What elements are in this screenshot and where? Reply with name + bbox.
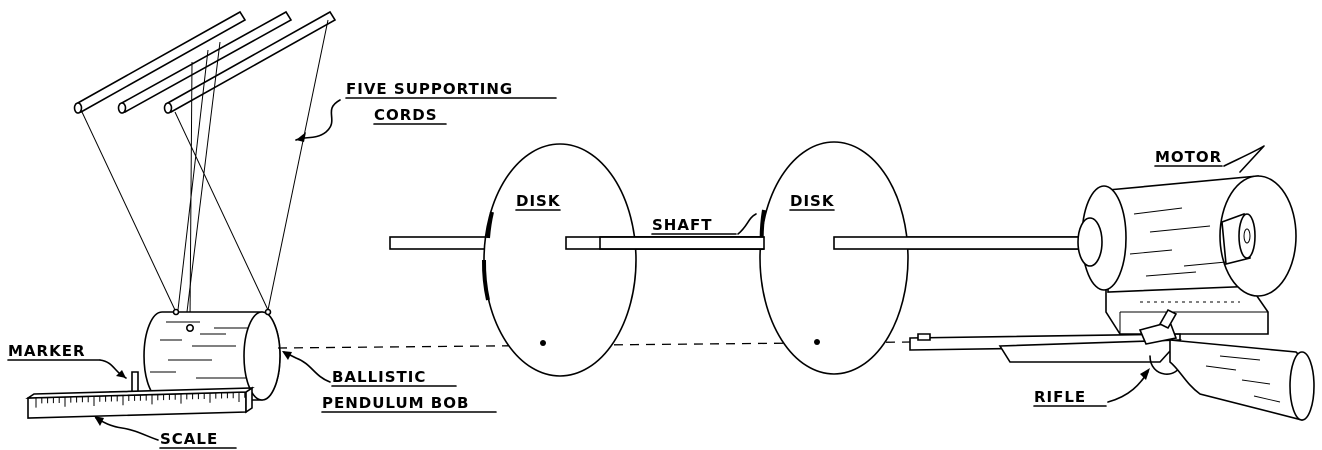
label-shaft: SHAFT	[652, 216, 712, 234]
label-five-supporting: FIVE SUPPORTING	[346, 80, 513, 98]
label-motor: MOTOR	[1155, 148, 1222, 166]
scale	[25, 386, 255, 419]
pendulum-bob	[143, 308, 281, 401]
cord-5	[267, 19, 329, 311]
disk-left	[481, 143, 765, 377]
disk-right	[759, 141, 1095, 375]
label-pendulum-bob: PENDULUM BOB	[322, 394, 469, 412]
label-disk-right: DISK	[790, 192, 835, 210]
cord-1	[81, 111, 176, 311]
label-rifle: RIFLE	[1034, 388, 1086, 406]
support-rods	[73, 10, 337, 114]
motor	[1077, 175, 1297, 335]
supporting-cords	[81, 19, 329, 321]
label-cords: CORDS	[374, 106, 438, 124]
cord-4	[174, 111, 269, 311]
rifle	[909, 308, 1315, 421]
cord-2	[189, 61, 193, 321]
label-ballistic: BALLISTIC	[332, 368, 426, 386]
label-scale: SCALE	[160, 430, 218, 448]
support-rod-3	[163, 10, 337, 114]
labels: FIVE SUPPORTING CORDS DISK DISK SHAFT MO…	[7, 80, 1265, 449]
label-marker: MARKER	[8, 342, 86, 360]
label-disk-left: DISK	[516, 192, 561, 210]
cords-leader-arrow	[295, 99, 341, 141]
support-rod-1	[73, 10, 247, 114]
support-rod-2	[117, 10, 293, 114]
cord-3	[177, 49, 209, 311]
